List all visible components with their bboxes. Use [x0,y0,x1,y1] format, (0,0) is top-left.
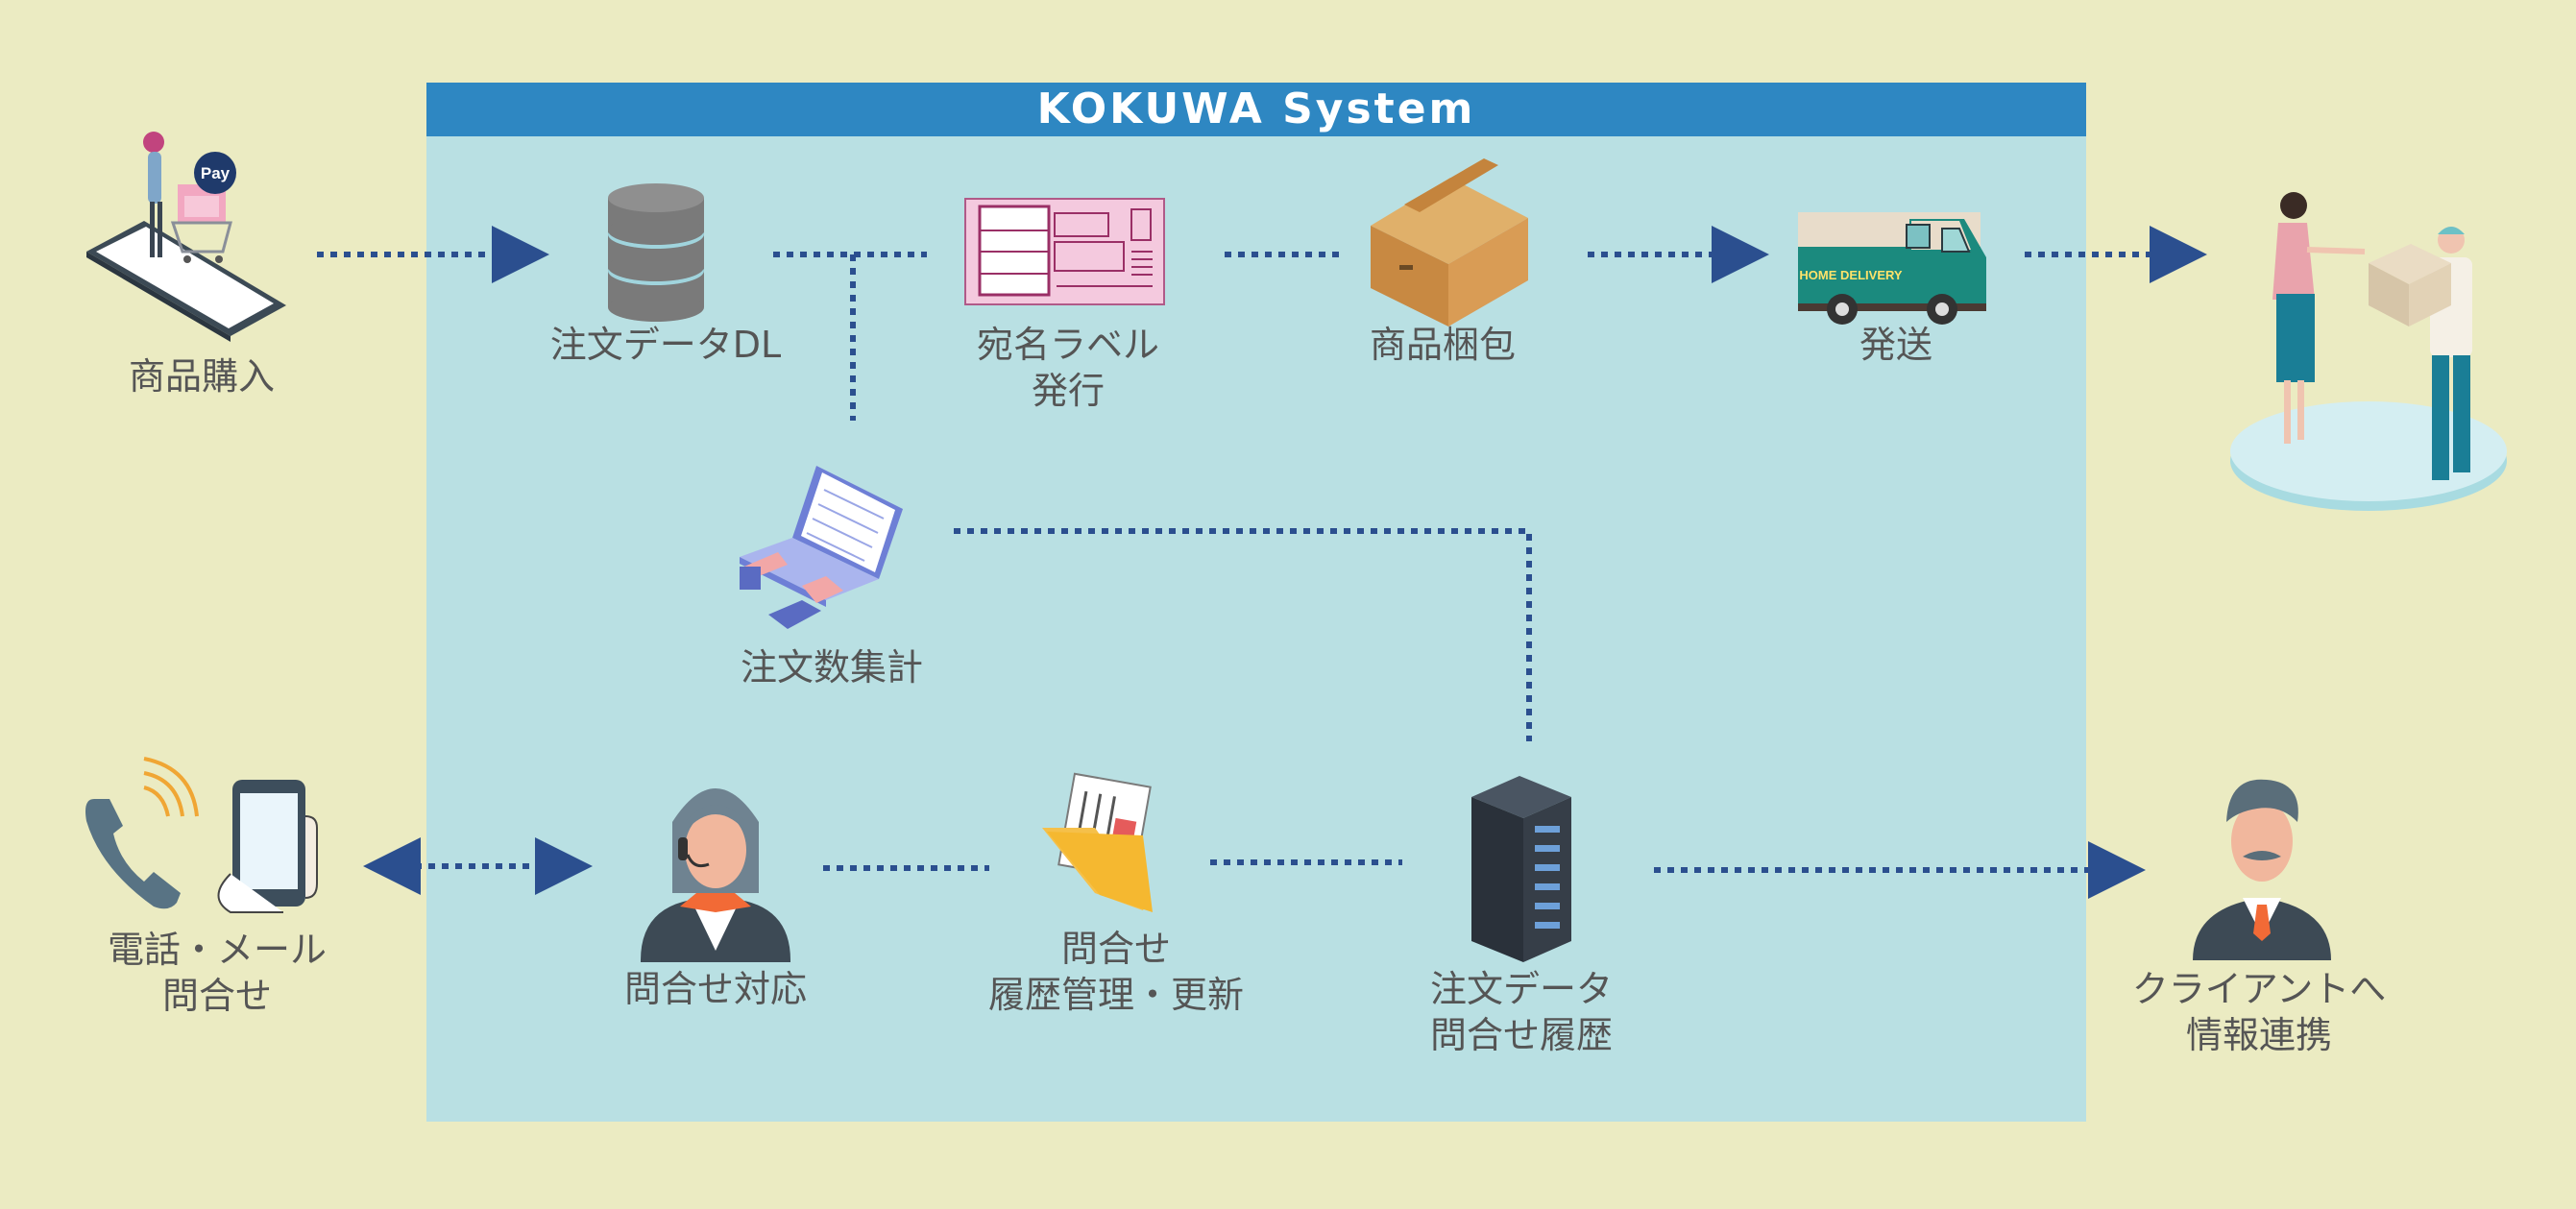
cardboard-box-icon [1371,158,1528,326]
label-history-line2: 履歴管理・更新 [987,974,1245,1016]
label-order-dl: 注文データDL [549,324,782,366]
label-support: 問合せ対応 [623,968,808,1010]
system-title: KOKUWA System [426,83,2086,136]
label-client-line1: クライアントへ [2131,968,2387,1010]
label-purchase: 商品購入 [128,355,276,398]
label-address-label-line1: 宛名ラベル [976,324,1160,366]
label-count: 注文数集計 [740,646,924,689]
laptop-typing-icon [740,466,903,629]
label-server: 注文データ 問合せ履歴 [1430,966,1613,1058]
label-server-line2: 問合せ履歴 [1429,1014,1614,1056]
label-client: クライアントへ 情報連携 [2132,966,2386,1058]
connector-count-to-server [954,528,1532,741]
package-handover-icon [2230,192,2507,511]
label-contact-line1: 電話・メール [107,929,328,971]
label-address-label: 宛名ラベル 発行 [977,322,1159,414]
label-contact-line2: 問合せ [161,975,273,1017]
svg-text:Pay: Pay [201,164,231,182]
label-client-line2: 情報連携 [2185,1014,2333,1056]
operator-headset-icon [641,788,790,962]
label-packing: 商品梱包 [1369,324,1517,366]
document-folder-icon [1042,772,1153,912]
server-rack-icon [1471,776,1571,962]
label-contact: 電話・メール 問合せ [108,927,327,1019]
label-history-line1: 問合せ [1060,928,1172,970]
label-history: 問合せ 履歴管理・更新 [988,926,1244,1018]
label-server-line1: 注文データ [1429,968,1614,1010]
van-text: HOME DELIVERY [1799,268,1902,282]
database-icon [608,183,704,322]
mobile-shopping-icon: Pay [86,132,286,342]
shipping-label-icon [964,198,1165,305]
label-address-label-line2: 発行 [1031,370,1106,412]
businessman-icon [2193,779,2331,960]
phone-and-smartphone-icon [85,757,318,913]
label-shipping: 発送 [1859,324,1933,366]
delivery-van-icon: HOME DELIVERY [1798,212,1986,325]
